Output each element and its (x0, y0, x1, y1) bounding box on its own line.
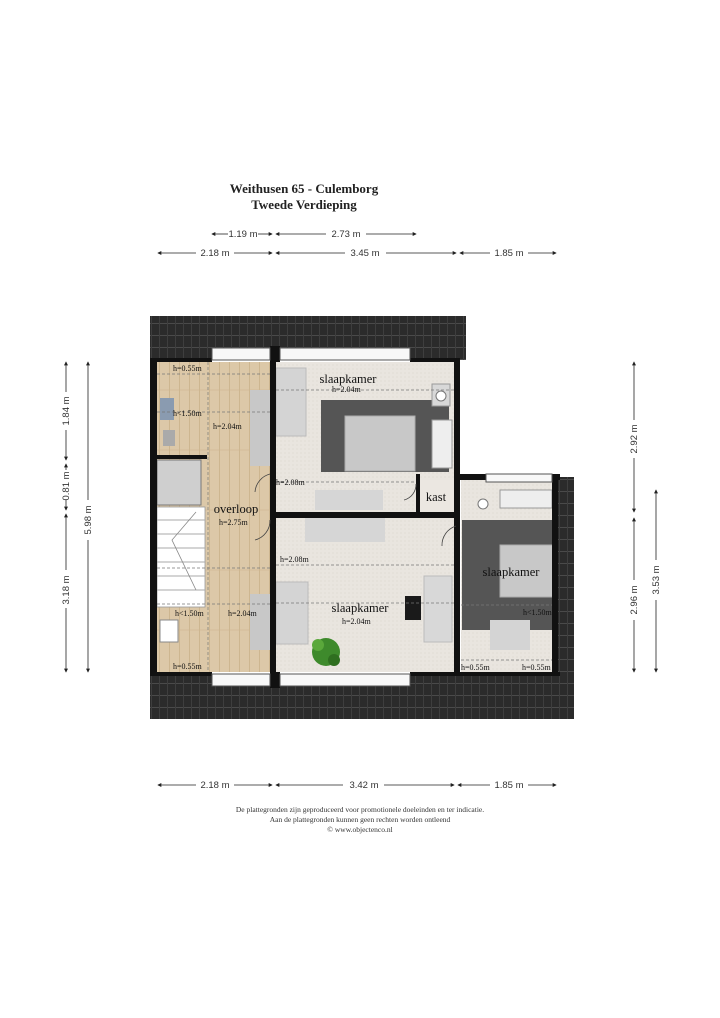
dim-bottom-mid: 3.42 m (349, 780, 378, 791)
toilet-icon (159, 619, 179, 643)
office-chair (405, 596, 421, 620)
cabinet-hall-bottom (250, 594, 270, 650)
bin-tl (163, 430, 175, 446)
dim-left-bottom: 3.18 m (61, 575, 72, 604)
bed-headboard-right (499, 489, 553, 509)
cabinet-hall-top (250, 390, 270, 466)
dim-left-mid: 0.81 m (61, 471, 72, 500)
dim-right-outer: 3.53 m (651, 565, 662, 594)
staircase (156, 506, 206, 608)
plant-icon (312, 638, 340, 666)
dim-top-inner-left: 1.19 m (228, 229, 257, 240)
bed-top (344, 415, 416, 472)
windows (211, 347, 553, 687)
chair-tl (160, 398, 174, 420)
footer-line-2: Aan de plattegronden kunnen geen rechten… (270, 815, 451, 824)
room-slaapkamer-top: slaapkamer (320, 372, 378, 386)
height-top-room-208: h=2.08m (276, 478, 306, 487)
lamp-icon (435, 390, 447, 402)
right-dimensions (632, 361, 658, 673)
dim-top-left: 2.18 m (200, 248, 229, 259)
bench-mid (315, 490, 383, 510)
roof-right (558, 477, 574, 677)
height-bl-150: h<1.50m (175, 609, 205, 618)
bed-right (499, 544, 556, 598)
footer-line-3: © www.objectenco.nl (327, 825, 392, 834)
desk-bottom (275, 581, 309, 645)
desk-top (275, 367, 307, 437)
plan-subtitle: Tweede Verdieping (251, 197, 357, 212)
height-top-room: h=2.04m (332, 385, 362, 394)
slope-lines (157, 362, 558, 672)
desk-bottom-right (423, 575, 453, 643)
height-right-055-right: h=0.55m (522, 663, 552, 672)
chair-right (490, 620, 530, 650)
storage-box (156, 459, 202, 506)
plan-title: Weithusen 65 - Culemborg (230, 181, 379, 196)
dim-bottom-right: 1.85 m (494, 780, 523, 791)
height-tl-055: h=0.55m (173, 364, 203, 373)
height-overloop: h=2.75m (219, 518, 249, 527)
room-kast: kast (426, 490, 447, 504)
top-dimensions (157, 232, 557, 255)
height-hall-top: h=2.04m (213, 422, 243, 431)
lamp-right-icon (477, 498, 489, 510)
dim-top-inner-right: 2.73 m (331, 229, 360, 240)
dim-right-top: 2.92 m (629, 424, 640, 453)
doors (254, 473, 457, 547)
height-tl-150: h<1.50m (173, 409, 203, 418)
bed-headboard-top (431, 419, 453, 469)
height-bottom-room: h=2.04m (342, 617, 372, 626)
room-slaapkamer-bottom: slaapkamer (332, 601, 390, 615)
height-mid-208: h=2.08m (280, 555, 310, 564)
height-right-150: h<1.50m (523, 608, 553, 617)
kast-floor (420, 480, 454, 512)
dim-top-right: 1.85 m (494, 248, 523, 259)
left-dimensions (64, 361, 90, 673)
dim-right-bottom: 2.96 m (629, 585, 640, 614)
room-slaapkamer-right: slaapkamer (483, 565, 541, 579)
cabinet-mid (305, 518, 385, 542)
room-overloop: overloop (214, 502, 258, 516)
height-hall-bottom: h=2.04m (228, 609, 258, 618)
dim-left-total: 5.98 m (83, 505, 94, 534)
dim-bottom-left: 2.18 m (200, 780, 229, 791)
height-bl-055: h=0.55m (173, 662, 203, 671)
footer-line-1: De plattegronden zijn geproduceerd voor … (236, 805, 484, 814)
walls (150, 346, 560, 688)
dim-left-top: 1.84 m (61, 396, 72, 425)
dim-top-mid: 3.45 m (350, 248, 379, 259)
height-right-055-left: h=0.55m (461, 663, 491, 672)
